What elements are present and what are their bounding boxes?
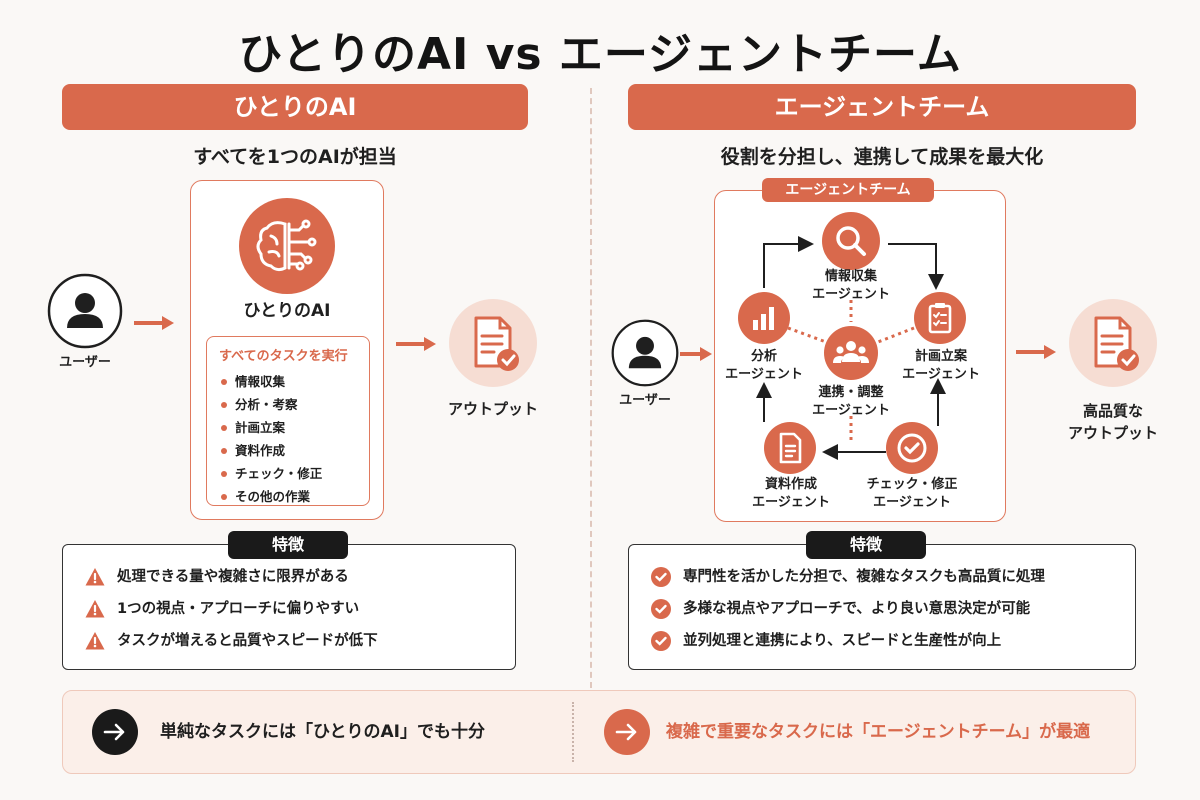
right-arrow-team-to-output xyxy=(1016,344,1056,359)
task-item: 資料作成 xyxy=(219,439,357,462)
right-user-label: ユーザー xyxy=(619,393,671,408)
left-feature-item: 処理できる量や複雑さに限界がある xyxy=(85,561,378,593)
bottom-left-text: 単純なタスクには「ひとりのAI」でも十分 xyxy=(160,722,485,742)
agent-analysis-label: 分析 エージェント xyxy=(712,348,816,384)
warning-icon xyxy=(85,599,105,619)
right-features-box: 専門性を活かした分担で、複雑なタスクも高品質に処理 多様な視点やアプローチで、よ… xyxy=(628,544,1136,670)
brain-icon xyxy=(237,196,337,296)
right-feature-text: 並列処理と連携により、スピードと生産性が向上 xyxy=(683,633,1002,649)
center-divider xyxy=(590,88,592,688)
task-item: 計画立案 xyxy=(219,416,357,439)
left-features-tag: 特徴 xyxy=(228,531,348,559)
page-title: ひとりのAI vs エージェントチーム xyxy=(238,29,962,80)
right-feature-text: 多様な視点やアプローチで、より良い意思決定が可能 xyxy=(683,601,1031,617)
search-icon xyxy=(822,212,880,270)
left-feature-text: タスクが増えると品質やスピードが低下 xyxy=(117,633,378,649)
agent-document-label: 資料作成 エージェント xyxy=(736,476,846,512)
left-user-label: ユーザー xyxy=(59,355,111,370)
team-people-icon xyxy=(824,326,878,380)
right-user-icon xyxy=(610,318,680,388)
arrow-right-icon xyxy=(92,709,138,755)
agent-analysis-suffix: エージェント xyxy=(725,367,803,382)
agent-coordination-name: 連携・調整 xyxy=(818,385,884,400)
right-subtitle: 役割を分担し、連携して成果を最大化 xyxy=(720,146,1044,168)
bottom-right-text: 複雑で重要なタスクには「エージェントチーム」が最適 xyxy=(666,722,1091,742)
left-feature-text: 1つの視点・アプローチに偏りやすい xyxy=(117,601,360,617)
left-output-document-icon xyxy=(448,298,538,388)
left-features-box: 処理できる量や複雑さに限界がある 1つの視点・アプローチに偏りやすい タスクが増… xyxy=(62,544,516,670)
agent-check-name: チェック・修正 xyxy=(866,477,958,492)
right-feature-item: 並列処理と連携により、スピードと生産性が向上 xyxy=(651,625,1045,657)
single-ai-label: ひとりのAI xyxy=(243,301,331,321)
right-output-label-line2: アウトプット xyxy=(1067,424,1158,442)
agent-analysis-name: 分析 xyxy=(750,349,777,364)
check-circle-icon xyxy=(886,422,938,474)
agent-research-name: 情報収集 xyxy=(824,269,877,284)
check-badge-icon xyxy=(651,567,671,587)
left-banner: ひとりのAI xyxy=(62,84,528,130)
agent-check-suffix: エージェント xyxy=(873,495,951,510)
left-feature-item: 1つの視点・アプローチに偏りやすい xyxy=(85,593,378,625)
agent-planning-suffix: エージェント xyxy=(902,367,980,382)
agent-planning-label: 計画立案 エージェント xyxy=(886,348,996,384)
tasks-title: すべてのタスクを実行 xyxy=(219,349,348,364)
bar-chart-icon xyxy=(738,292,790,344)
task-item: その他の作業 xyxy=(219,485,357,508)
warning-icon xyxy=(85,567,105,587)
left-subtitle: すべてを1つのAIが担当 xyxy=(193,146,397,168)
agent-document-name: 資料作成 xyxy=(764,477,817,492)
right-features-tag: 特徴 xyxy=(806,531,926,559)
left-arrow-ai-to-output xyxy=(396,336,436,351)
right-feature-item: 多様な視点やアプローチで、より良い意思決定が可能 xyxy=(651,593,1045,625)
left-user-icon xyxy=(46,272,124,350)
agent-coordination-suffix: エージェント xyxy=(812,403,890,418)
right-arrow-user-to-team xyxy=(680,346,712,361)
left-output-label: アウトプット xyxy=(447,400,538,418)
tasks-box: すべてのタスクを実行 情報収集 分析・考察 計画立案 資料作成 チェック・修正 … xyxy=(206,336,370,506)
arrow-right-icon xyxy=(604,709,650,755)
right-output-label-line1: 高品質な xyxy=(1082,402,1143,420)
left-arrow-user-to-ai xyxy=(134,315,174,330)
agent-planning-name: 計画立案 xyxy=(914,349,967,364)
right-output-label: 高品質な アウトプット xyxy=(1048,400,1178,444)
bottom-summary-bar xyxy=(62,690,1136,774)
left-feature-text: 処理できる量や複雑さに限界がある xyxy=(117,569,349,585)
agent-research-suffix: エージェント xyxy=(812,287,890,302)
left-feature-item: タスクが増えると品質やスピードが低下 xyxy=(85,625,378,657)
check-badge-icon xyxy=(651,599,671,619)
warning-icon xyxy=(85,631,105,651)
agent-research-label: 情報収集 エージェント xyxy=(796,268,906,304)
bottom-divider xyxy=(572,702,574,762)
document-icon xyxy=(764,422,816,474)
check-badge-icon xyxy=(651,631,671,651)
agent-connections xyxy=(756,236,946,460)
right-output-document-icon xyxy=(1068,298,1158,388)
task-item: 情報収集 xyxy=(219,370,357,393)
agent-document-suffix: エージェント xyxy=(752,495,830,510)
clipboard-icon xyxy=(914,292,966,344)
right-feature-item: 専門性を活かした分担で、複雑なタスクも高品質に処理 xyxy=(651,561,1045,593)
right-banner: エージェントチーム xyxy=(628,84,1136,130)
task-item: 分析・考察 xyxy=(219,393,357,416)
agent-check-label: チェック・修正 エージェント xyxy=(856,476,968,512)
agent-team-tag: エージェントチーム xyxy=(762,178,934,202)
right-feature-text: 専門性を活かした分担で、複雑なタスクも高品質に処理 xyxy=(683,569,1045,585)
agent-coordination-label: 連携・調整 エージェント xyxy=(796,384,906,420)
task-item: チェック・修正 xyxy=(219,462,357,485)
